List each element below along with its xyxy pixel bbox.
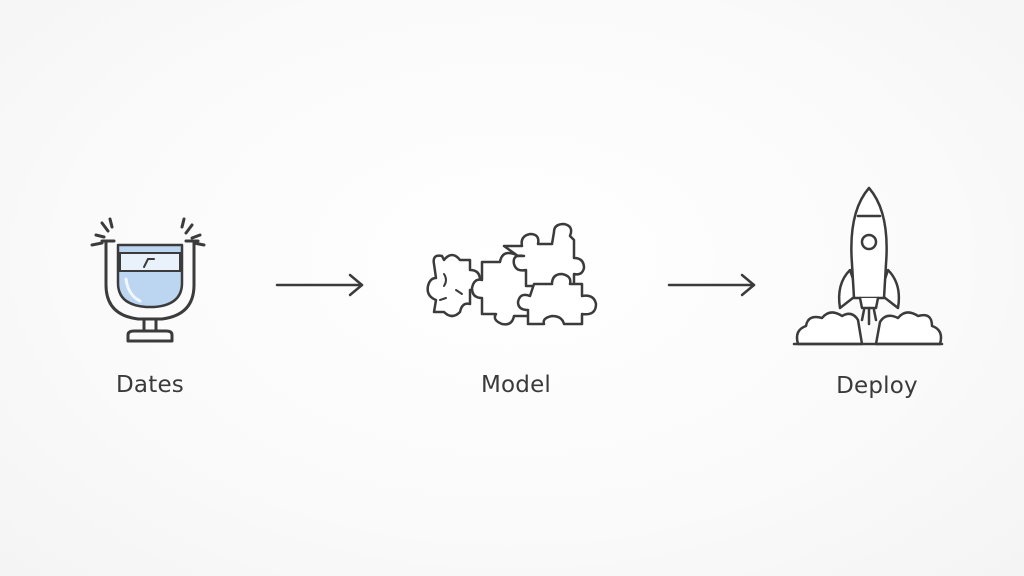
- arrow-right-icon: [667, 273, 756, 297]
- stage-label-dates: Dates: [116, 372, 184, 398]
- rocket-launch-icon: [792, 186, 944, 346]
- puzzle-pieces-icon: [426, 222, 598, 326]
- stage-label-model: Model: [480, 372, 552, 398]
- data-beaker-icon: [90, 217, 206, 343]
- arrow-right-icon: [275, 273, 364, 297]
- stage-label-deploy: Deploy: [836, 373, 918, 399]
